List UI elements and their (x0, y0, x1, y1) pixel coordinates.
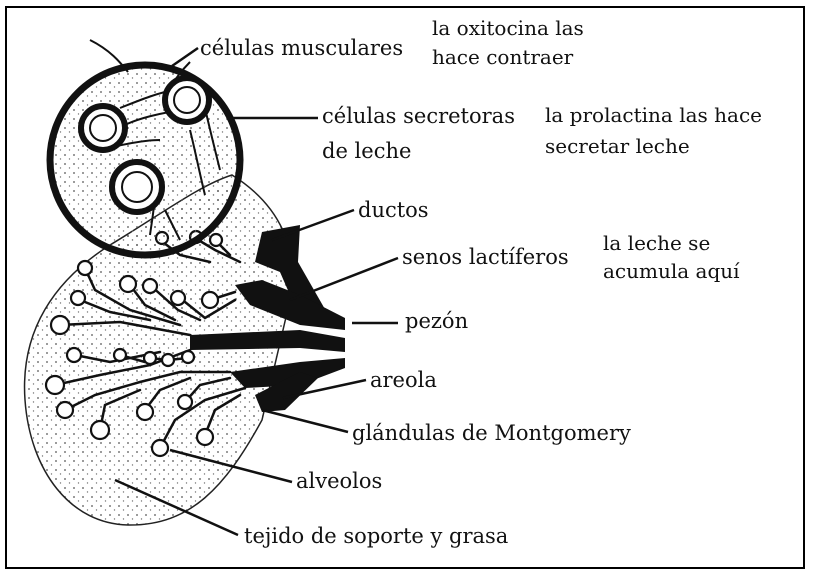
alveolus (71, 291, 85, 305)
label-pezon: pezón (405, 308, 468, 334)
note-leche-line2: acumula aquí (603, 258, 740, 285)
alveolus (202, 292, 218, 308)
alveolus (67, 348, 81, 362)
alveolus (197, 429, 213, 445)
alveolus (46, 376, 64, 394)
alveolus (144, 352, 156, 364)
label-tejido: tejido de soporte y grasa (244, 523, 508, 549)
alveolus (210, 234, 222, 246)
alveolus (182, 351, 194, 363)
alveolus (143, 279, 157, 293)
alveolus (51, 316, 69, 334)
label-alveolos: alveolos (296, 468, 382, 494)
note-oxitocina-line1: la oxitocina las (432, 15, 584, 42)
magnified-inset (50, 40, 240, 255)
alveolus (137, 404, 153, 420)
alveolus (78, 261, 92, 275)
label-de-leche: de leche (322, 138, 411, 164)
label-celulas-musculares: células musculares (200, 35, 403, 61)
alveolus (171, 291, 185, 305)
label-senos-lactiferos: senos lactíferos (402, 244, 569, 270)
note-prolactina-line2: secretar leche (545, 133, 690, 160)
note-oxitocina-line2: hace contraer (432, 44, 573, 71)
label-glandulas-montgomery: glándulas de Montgomery (352, 420, 631, 446)
alveolus (120, 276, 136, 292)
alveolus (178, 395, 192, 409)
note-leche-line1: la leche se (603, 230, 710, 257)
alveolus (152, 440, 168, 456)
alveolus (91, 421, 109, 439)
label-celulas-secretoras: células secretoras (322, 103, 515, 129)
note-prolactina-line1: la prolactina las hace (545, 102, 762, 129)
alveolus (114, 349, 126, 361)
alveolus (57, 402, 73, 418)
label-areola: areola (370, 367, 437, 393)
label-ductos: ductos (358, 197, 429, 223)
alveolus (162, 354, 174, 366)
